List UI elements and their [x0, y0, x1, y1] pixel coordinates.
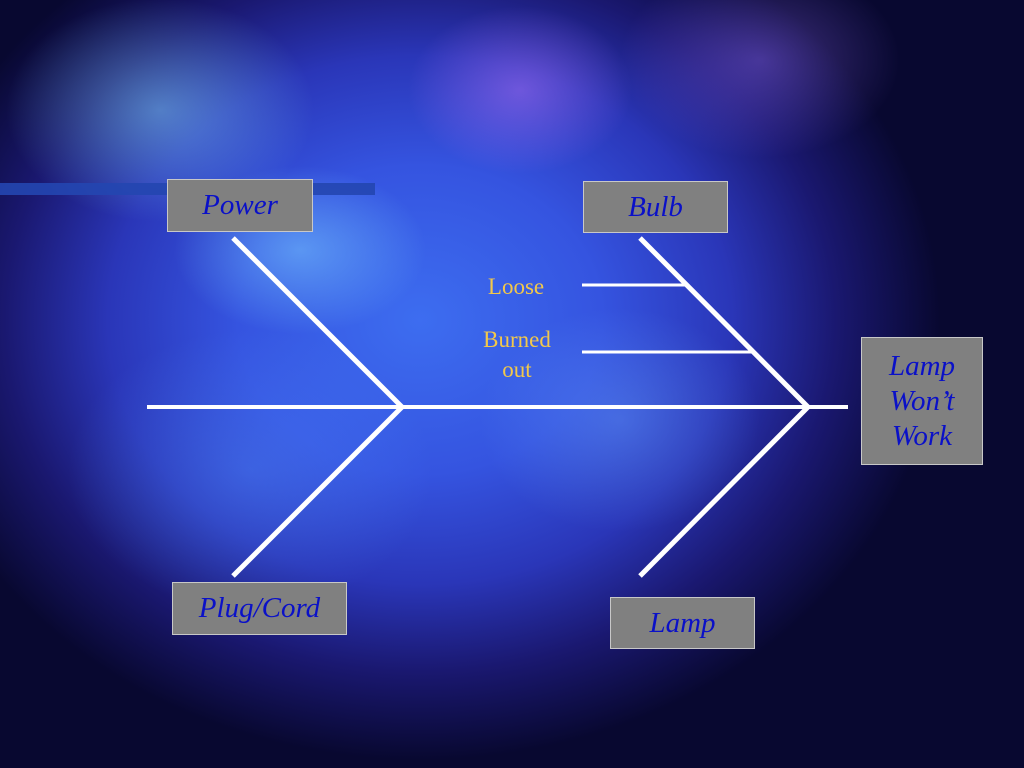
effect-box: Lamp Won’t Work — [861, 337, 983, 465]
bone-lamp — [638, 405, 810, 578]
category-bulb: Bulb — [583, 181, 728, 233]
effect-label: Lamp Won’t Work — [888, 349, 956, 452]
category-power: Power — [167, 179, 313, 232]
bone-bulb — [638, 236, 810, 409]
cause-loose: Loose — [487, 274, 545, 299]
cause-burned-out: Burned out — [483, 327, 551, 382]
category-power-label: Power — [202, 189, 278, 222]
category-plug-cord: Plug/Cord — [172, 582, 347, 635]
category-lamp: Lamp — [610, 597, 755, 649]
category-lamp-label: Lamp — [649, 606, 716, 639]
bone-power — [231, 236, 404, 409]
category-plug-cord-label: Plug/Cord — [198, 592, 321, 625]
bone-plug-cord — [231, 405, 404, 578]
category-bulb-label: Bulb — [628, 190, 683, 223]
